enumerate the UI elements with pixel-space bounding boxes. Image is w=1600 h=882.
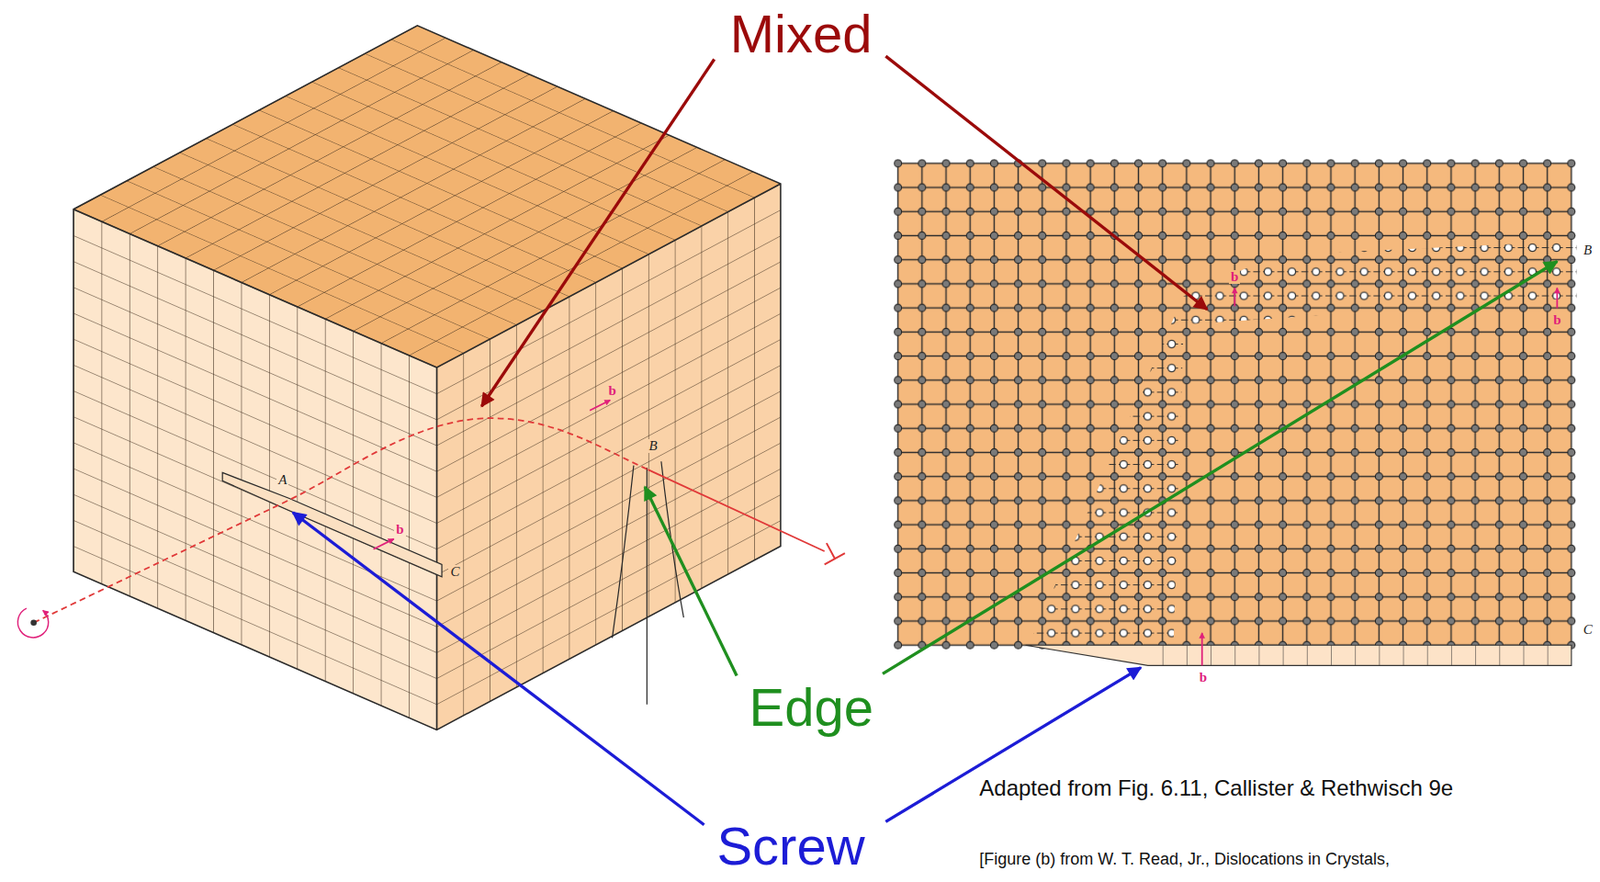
leader-arrow <box>644 486 737 677</box>
dislocation-line <box>33 417 649 623</box>
rotation-symbol <box>17 608 48 638</box>
upper-lattice <box>893 158 1576 649</box>
leader-arrow <box>292 512 705 825</box>
block-edges <box>73 25 781 731</box>
step-band-lines <box>1149 644 1572 665</box>
leader-arrow <box>481 58 714 406</box>
burgers-vector <box>1555 287 1558 308</box>
burgers-vector <box>589 400 610 411</box>
vector-label: b <box>1197 670 1209 685</box>
burgers-vector <box>1201 632 1204 666</box>
dislocation-line <box>647 469 824 552</box>
point-label: C <box>448 564 462 579</box>
front-grid <box>73 209 438 731</box>
point-label: B <box>1581 243 1594 258</box>
step-band <box>1025 644 1572 665</box>
slip-step <box>222 472 442 576</box>
point-label: C <box>1581 622 1595 637</box>
screw-axis-dot <box>30 619 37 626</box>
extra-half-plane <box>612 461 685 704</box>
point-label: B <box>646 439 659 453</box>
point-label: A <box>276 473 289 487</box>
vector-label: b <box>1228 270 1240 284</box>
side-grid <box>436 183 780 730</box>
leader-arrow <box>885 56 1207 310</box>
type-label: Screw <box>714 819 867 873</box>
vector-label: b <box>1551 313 1563 327</box>
burgers-vector <box>1233 287 1236 306</box>
vector-label: b <box>606 383 618 398</box>
lattice-view <box>893 158 1577 665</box>
front-face <box>73 209 438 731</box>
leader-arrow <box>882 260 1557 674</box>
burgers-vector <box>373 539 395 550</box>
crystal-block <box>17 25 846 731</box>
figure-caption: Adapted from Fig. 6.11, Callister & Reth… <box>977 777 1455 800</box>
leader-arrows <box>292 56 1557 825</box>
side-face <box>436 183 780 730</box>
type-label: Mixed <box>728 7 875 61</box>
source-note: [Figure (b) from W. T. Read, Jr., Disloc… <box>977 850 1392 868</box>
edge-symbol <box>824 542 846 564</box>
lower-lattice <box>1028 240 1578 645</box>
vector-label: b <box>394 522 406 537</box>
type-label: Edge <box>746 680 875 734</box>
